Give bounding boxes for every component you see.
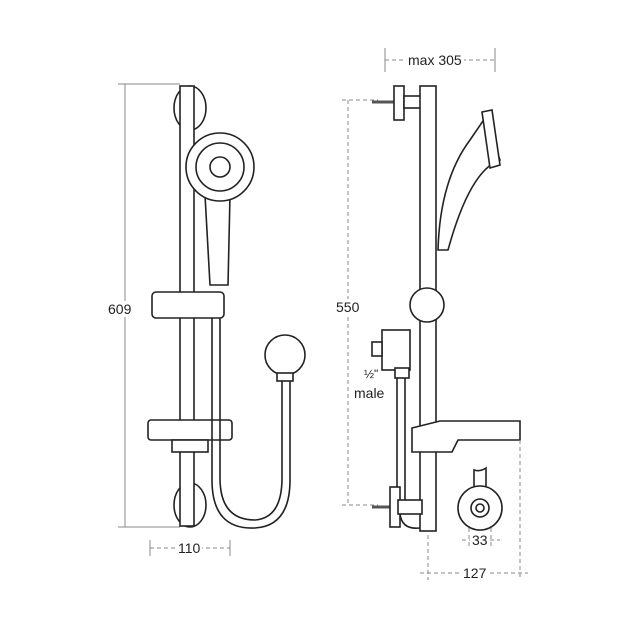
thread-size-label: ½" [362, 366, 381, 382]
side-view [342, 48, 528, 580]
slider-holder [151, 291, 225, 319]
thread-type-label: male [352, 385, 387, 401]
width-dimension-label: 110 [176, 540, 203, 556]
hose [211, 318, 291, 529]
bracket-spacing-label: 550 [334, 299, 362, 315]
soap-dish-side [411, 420, 521, 453]
dish-clamp [171, 439, 209, 453]
holder-diameter-label: 33 [470, 532, 490, 548]
handset-handle [204, 194, 231, 286]
max-projection-label: max 305 [406, 52, 464, 68]
top-wall-bracket-side [393, 85, 405, 121]
wall-outlet [264, 334, 306, 376]
front-view [118, 83, 306, 556]
height-dimension-label: 609 [106, 301, 134, 317]
dish-depth-label: 127 [461, 565, 489, 581]
slider-ball [409, 287, 445, 323]
wall-outlet-side [381, 329, 411, 371]
hose-holder-detail [457, 485, 503, 531]
